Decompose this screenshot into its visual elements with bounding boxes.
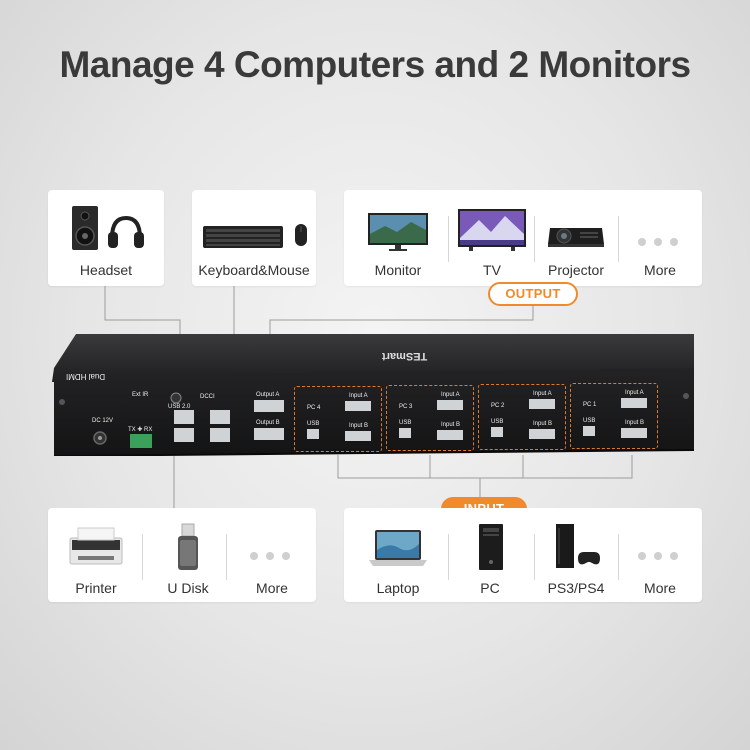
output-label-projector: Projector <box>547 262 605 278</box>
pc-tower-icon <box>479 524 503 570</box>
usb-b-port <box>399 428 411 438</box>
input-item-laptop: Laptop <box>358 508 438 602</box>
pc4-port-group: PC 4 USB Input A Input B <box>294 386 382 452</box>
output-item-more: More <box>620 190 700 286</box>
speaker-headphones-icon <box>72 206 144 250</box>
input-item-pc: PC <box>450 508 530 602</box>
kvm-switch-device: TESmart Dual HDMI DC 12V Ext IR TX ✚ RX … <box>52 330 702 456</box>
input-item-more: More <box>620 508 700 602</box>
usb20-label: USB 2.0 <box>168 404 191 410</box>
pc4-label: PC 4 <box>307 405 321 411</box>
input-label-more: More <box>644 580 676 596</box>
hdmi-port <box>437 400 463 410</box>
output-item-projector: Projector <box>536 190 616 286</box>
pc2-input-b-label: Input B <box>533 421 553 427</box>
output-tag: OUTPUT <box>488 282 578 306</box>
usb-label-udisk: U Disk <box>167 580 209 596</box>
pc4-input-b-label: Input B <box>349 423 369 429</box>
usb-b-port <box>307 429 319 439</box>
pc1-usb-label: USB <box>583 418 596 424</box>
pc4-input-a-label: Input A <box>349 393 368 399</box>
output-label-monitor: Monitor <box>374 262 422 278</box>
pc2-usb-label: USB <box>491 419 504 425</box>
input-devices-card: Laptop PC PS3/PS4 More <box>344 508 702 602</box>
game-console-icon <box>556 524 600 568</box>
monitor-icon <box>368 213 428 251</box>
hdmi-port <box>529 429 555 439</box>
divider <box>448 534 449 580</box>
input-item-console: PS3/PS4 <box>536 508 616 602</box>
headset-item: Headset <box>48 190 164 286</box>
hdmi-port <box>345 431 371 441</box>
pc2-input-a-label: Input A <box>533 391 552 397</box>
pc4-usb-label: USB <box>307 421 320 427</box>
usb-b-port <box>491 427 503 437</box>
dcc-label: DCCI <box>200 394 215 400</box>
divider <box>448 216 449 262</box>
dc-label: DC 12V <box>92 418 114 424</box>
pc3-input-b-label: Input B <box>441 422 461 428</box>
pc2-port-group: PC 2 USB Input A Input B <box>478 384 566 450</box>
headset-card: Headset <box>48 190 164 286</box>
output-a-label: Output A <box>256 392 280 398</box>
usb-item-more: More <box>230 508 314 602</box>
printer-icon <box>69 527 123 565</box>
input-label-pc: PC <box>480 580 500 596</box>
output-label-more: More <box>644 262 676 278</box>
more-dots-icon <box>638 238 678 246</box>
pc3-usb-label: USB <box>399 420 412 426</box>
pc3-input-a-label: Input A <box>441 392 460 398</box>
headset-label: Headset <box>79 262 133 278</box>
divider <box>534 534 535 580</box>
pc1-input-a-label: Input A <box>625 390 644 396</box>
output-item-tv: TV <box>452 190 532 286</box>
divider <box>534 216 535 262</box>
laptop-icon <box>369 530 427 566</box>
keyboard-mouse-card: Keyboard&Mouse <box>192 190 316 286</box>
usb-b-port <box>583 426 595 436</box>
pc2-label: PC 2 <box>491 403 505 409</box>
more-dots-icon <box>250 552 290 560</box>
keyboard-mouse-icon <box>203 224 307 248</box>
usb-item-udisk: U Disk <box>146 508 230 602</box>
brand-label: TESmart <box>382 350 428 362</box>
usb-disk-icon <box>178 523 198 570</box>
usb-item-printer: Printer <box>54 508 138 602</box>
input-label-console: PS3/PS4 <box>547 580 605 596</box>
projector-icon <box>548 228 604 247</box>
usb-devices-card: Printer U Disk More <box>48 508 316 602</box>
output-item-monitor: Monitor <box>358 190 438 286</box>
hdmi-port <box>529 399 555 409</box>
usb-label-more: More <box>256 580 288 596</box>
pc1-port-group: PC 1 USB Input A Input B <box>570 383 658 449</box>
more-dots-icon <box>638 552 678 560</box>
hdmi-port <box>621 398 647 408</box>
divider <box>142 534 143 580</box>
output-label-tv: TV <box>483 262 501 278</box>
divider <box>226 534 227 580</box>
page-title: Manage 4 Computers and 2 Monitors <box>59 44 691 85</box>
hdmi-port <box>437 430 463 440</box>
hdmi-port <box>345 401 371 411</box>
usb-label-printer: Printer <box>75 580 117 596</box>
divider <box>618 534 619 580</box>
keyboard-mouse-label: Keyboard&Mouse <box>198 262 310 278</box>
output-card: Monitor TV Projector More <box>344 190 702 286</box>
pc3-port-group: PC 3 USB Input A Input B <box>386 385 474 451</box>
tv-icon <box>458 209 526 251</box>
pc3-label: PC 3 <box>399 404 413 410</box>
output-b-label: Output B <box>256 420 280 426</box>
input-label-laptop: Laptop <box>376 580 420 596</box>
pc1-label: PC 1 <box>583 402 597 408</box>
divider <box>618 216 619 262</box>
tx-rx-label: TX ✚ RX <box>128 427 153 433</box>
model-label: Dual HDMI <box>66 372 106 381</box>
pc1-input-b-label: Input B <box>625 420 645 426</box>
ext-ir-label: Ext IR <box>132 392 149 398</box>
hdmi-port <box>621 428 647 438</box>
